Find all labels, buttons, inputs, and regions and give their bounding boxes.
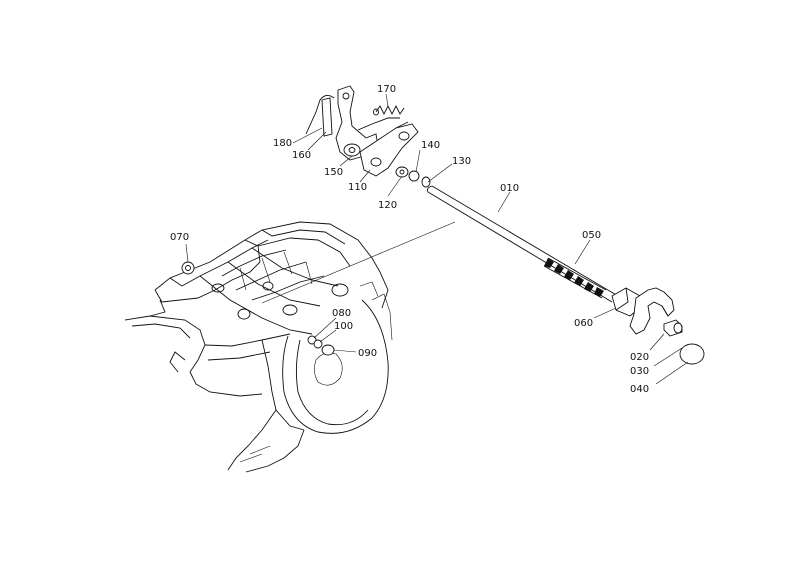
spring-050 [543,257,607,299]
washer-140 [408,170,420,182]
label-030: 030 [630,366,649,377]
label-100: 100 [334,321,353,332]
shaft-housing-leader [261,221,456,304]
label-080: 080 [332,308,351,319]
washer-120 [395,166,409,178]
shift-shaft-010 [427,185,619,303]
label-170: 170 [377,84,396,95]
cap-090 [321,344,335,356]
label-020: 020 [630,352,649,363]
plug-040 [679,343,705,365]
label-090: 090 [358,348,377,359]
label-040: 040 [630,384,649,395]
arm-110 [359,121,419,177]
part-number-labels: 170 180 160 150 140 130 110 120 010 070 … [170,84,649,395]
label-010: 010 [500,183,519,194]
label-160: 160 [292,150,311,161]
rod-180 [305,99,321,135]
label-130: 130 [452,156,471,167]
spring-170 [373,104,405,116]
label-060: 060 [574,318,593,329]
label-110: 110 [348,182,367,193]
tractor-body-sketch [124,221,393,473]
label-140: 140 [421,140,440,151]
nut-070 [181,261,195,275]
leader-lines [185,93,689,385]
seal-080-100 [307,335,323,349]
label-150: 150 [324,167,343,178]
circlip-130 [421,176,431,188]
label-050: 050 [582,230,601,241]
label-180: 180 [273,138,292,149]
pin-160 [319,95,335,137]
shift-fork-060 [611,287,683,337]
label-070: 070 [170,232,189,243]
bracket-150 [335,85,400,161]
label-120: 120 [378,200,397,211]
